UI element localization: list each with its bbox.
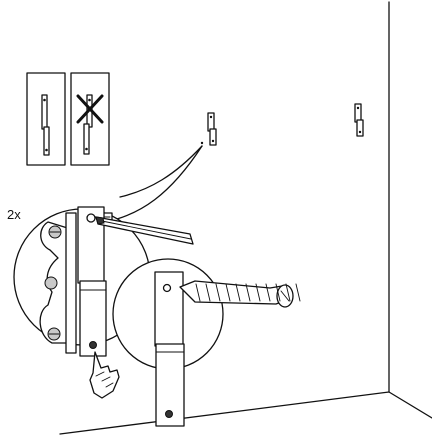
incorrect-orientation-panel xyxy=(70,72,110,166)
quantity-label: 2x xyxy=(7,207,21,222)
bracket-long xyxy=(154,271,185,427)
pointing-hand-icon xyxy=(89,351,120,399)
room-walls xyxy=(59,1,432,435)
screw-icon xyxy=(179,280,301,308)
wall-bracket-right xyxy=(354,103,364,137)
bracket-correct-icon xyxy=(41,94,50,156)
x-mark-icon xyxy=(76,94,104,124)
wall-bracket-left xyxy=(200,112,217,146)
correct-orientation-panel xyxy=(26,72,66,166)
pencil-icon xyxy=(95,216,194,245)
bracket-front xyxy=(77,206,107,357)
callout-leader xyxy=(104,145,203,223)
magnified-detail-circle xyxy=(13,206,194,357)
screw-detail-circle xyxy=(112,258,301,427)
